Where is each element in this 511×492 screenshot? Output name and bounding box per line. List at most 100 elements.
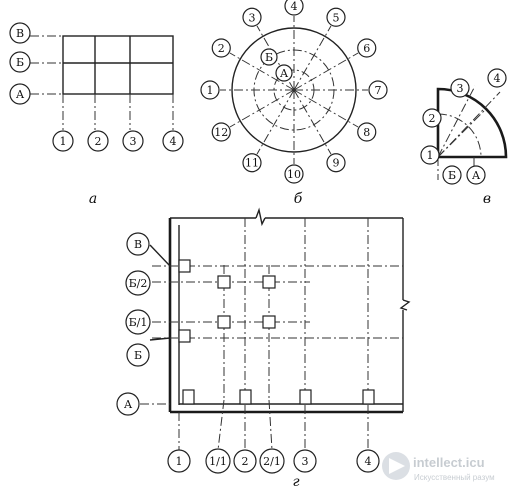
watermark-subtitle: Искусственный разум xyxy=(414,473,495,482)
column xyxy=(262,275,276,289)
pilaster xyxy=(239,389,252,405)
figure-g-building-plan: В Б/2 Б/1 Б А 1 1/1 2 2/1 3 4 г xyxy=(116,207,411,490)
axis-bubble: 11 xyxy=(242,153,262,173)
axis-leader xyxy=(149,337,171,341)
break-mark xyxy=(255,207,266,227)
sector-outline xyxy=(436,87,508,159)
axis-bubble-col: 1/1 xyxy=(205,448,231,474)
axis-bubble: 1 xyxy=(200,80,220,100)
axis-bubble: 9 xyxy=(326,153,346,173)
axis-label: 2 xyxy=(95,135,102,148)
radial-axes xyxy=(220,16,368,164)
radial-axis xyxy=(437,91,501,158)
axis-label: 4 xyxy=(365,455,372,468)
caption-g: г xyxy=(292,474,299,490)
axis-bubble-col: 2/1 xyxy=(259,448,285,474)
axis-bubble-col: 4 xyxy=(356,449,380,473)
pilaster xyxy=(178,329,191,343)
axis-label: 1 xyxy=(427,149,434,162)
axis-label: В xyxy=(16,27,24,40)
axis-label: 1 xyxy=(60,135,67,148)
axis-label: 1 xyxy=(176,455,183,468)
radial-axis xyxy=(293,89,359,128)
axis-label: 2/1 xyxy=(263,455,281,468)
axis-bubble-row: В xyxy=(126,232,150,256)
play-icon xyxy=(389,458,405,474)
pilaster xyxy=(362,389,375,405)
axis-bubble: Б xyxy=(442,165,462,185)
watermark: intellect.icu Искусственный разум xyxy=(382,452,495,482)
axis-label: 3 xyxy=(130,135,137,148)
break-mark xyxy=(399,299,411,311)
axis-label: Б xyxy=(16,56,24,69)
axis-bubble: 10 xyxy=(284,164,304,184)
ring-bubble: Б xyxy=(260,48,278,66)
axis-label: 3 xyxy=(302,455,309,468)
axis-bubble: 3 xyxy=(450,78,470,98)
axis-label: А xyxy=(16,88,25,101)
axis-label: 7 xyxy=(375,84,382,97)
axis-label: 1/1 xyxy=(209,455,227,468)
radial-axis xyxy=(293,52,359,91)
axis-leader xyxy=(268,399,273,451)
column xyxy=(217,315,231,329)
outer-ring xyxy=(231,27,357,153)
axis-label: 3 xyxy=(249,11,256,24)
axis-bubble: 4 xyxy=(284,0,304,16)
axis-bubble-col: 1 xyxy=(52,130,74,152)
radial-axis xyxy=(437,108,487,158)
axis-label: 4 xyxy=(291,0,298,13)
radial-axis xyxy=(293,25,332,91)
ring-bubble: А xyxy=(275,64,293,82)
axis-label: Б xyxy=(448,169,456,182)
axis-bubble-col: 1 xyxy=(167,449,191,473)
axis-label: Б xyxy=(265,51,273,64)
axis-bubble: А xyxy=(466,165,486,185)
grid-outline xyxy=(62,35,174,95)
caption-a: а xyxy=(89,191,97,207)
watermark-title: intellect.icu xyxy=(413,455,485,470)
axis-label: А xyxy=(280,67,289,80)
radial-axis xyxy=(437,85,476,158)
axis-label: А xyxy=(124,398,133,411)
axis-label: Б xyxy=(134,349,142,362)
axis-label: 12 xyxy=(214,126,228,139)
axis-bubble-col: 4 xyxy=(162,130,184,152)
axis-bubble: 4 xyxy=(487,68,507,88)
radial-axis xyxy=(256,89,295,155)
axis-label: 4 xyxy=(170,135,177,148)
figure-a-rectangular-grid: В Б А 1 2 3 4 а xyxy=(9,22,184,207)
axis-label: 4 xyxy=(494,72,501,85)
inner-arc xyxy=(437,113,482,158)
axis-bubble-col: 3 xyxy=(122,130,144,152)
pilaster xyxy=(182,389,195,405)
axis-label: А xyxy=(472,169,481,182)
figure-v-sector-grid: 1 2 3 4 Б А в xyxy=(420,68,508,207)
axis-leader xyxy=(217,399,225,451)
axis-label: 8 xyxy=(363,126,370,139)
column xyxy=(217,275,231,289)
axis-label: 2 xyxy=(429,112,436,125)
axis-leader xyxy=(149,244,171,267)
axis-bubble-row: В xyxy=(9,22,31,44)
axis-bubble: 6 xyxy=(357,38,377,58)
axis-bubble-col: 2 xyxy=(87,130,109,152)
radial-axis xyxy=(293,89,332,155)
axis-bubble-row: Б xyxy=(126,343,150,367)
axis-bubble: 1 xyxy=(420,145,440,165)
axis-bubble: 8 xyxy=(357,122,377,142)
axis-label: 11 xyxy=(245,157,259,170)
axis-bubble: 3 xyxy=(242,7,262,27)
caption-b: б xyxy=(294,191,303,207)
axis-bubble-row: Б/2 xyxy=(125,270,151,296)
axis-bubble-row: А xyxy=(9,83,31,105)
axis-label: 5 xyxy=(333,11,340,24)
axis-bubble-row: А xyxy=(116,392,140,416)
axis-label: 10 xyxy=(287,168,301,181)
axis-label: 2 xyxy=(242,455,249,468)
axis-bubble-row: Б xyxy=(9,51,31,73)
